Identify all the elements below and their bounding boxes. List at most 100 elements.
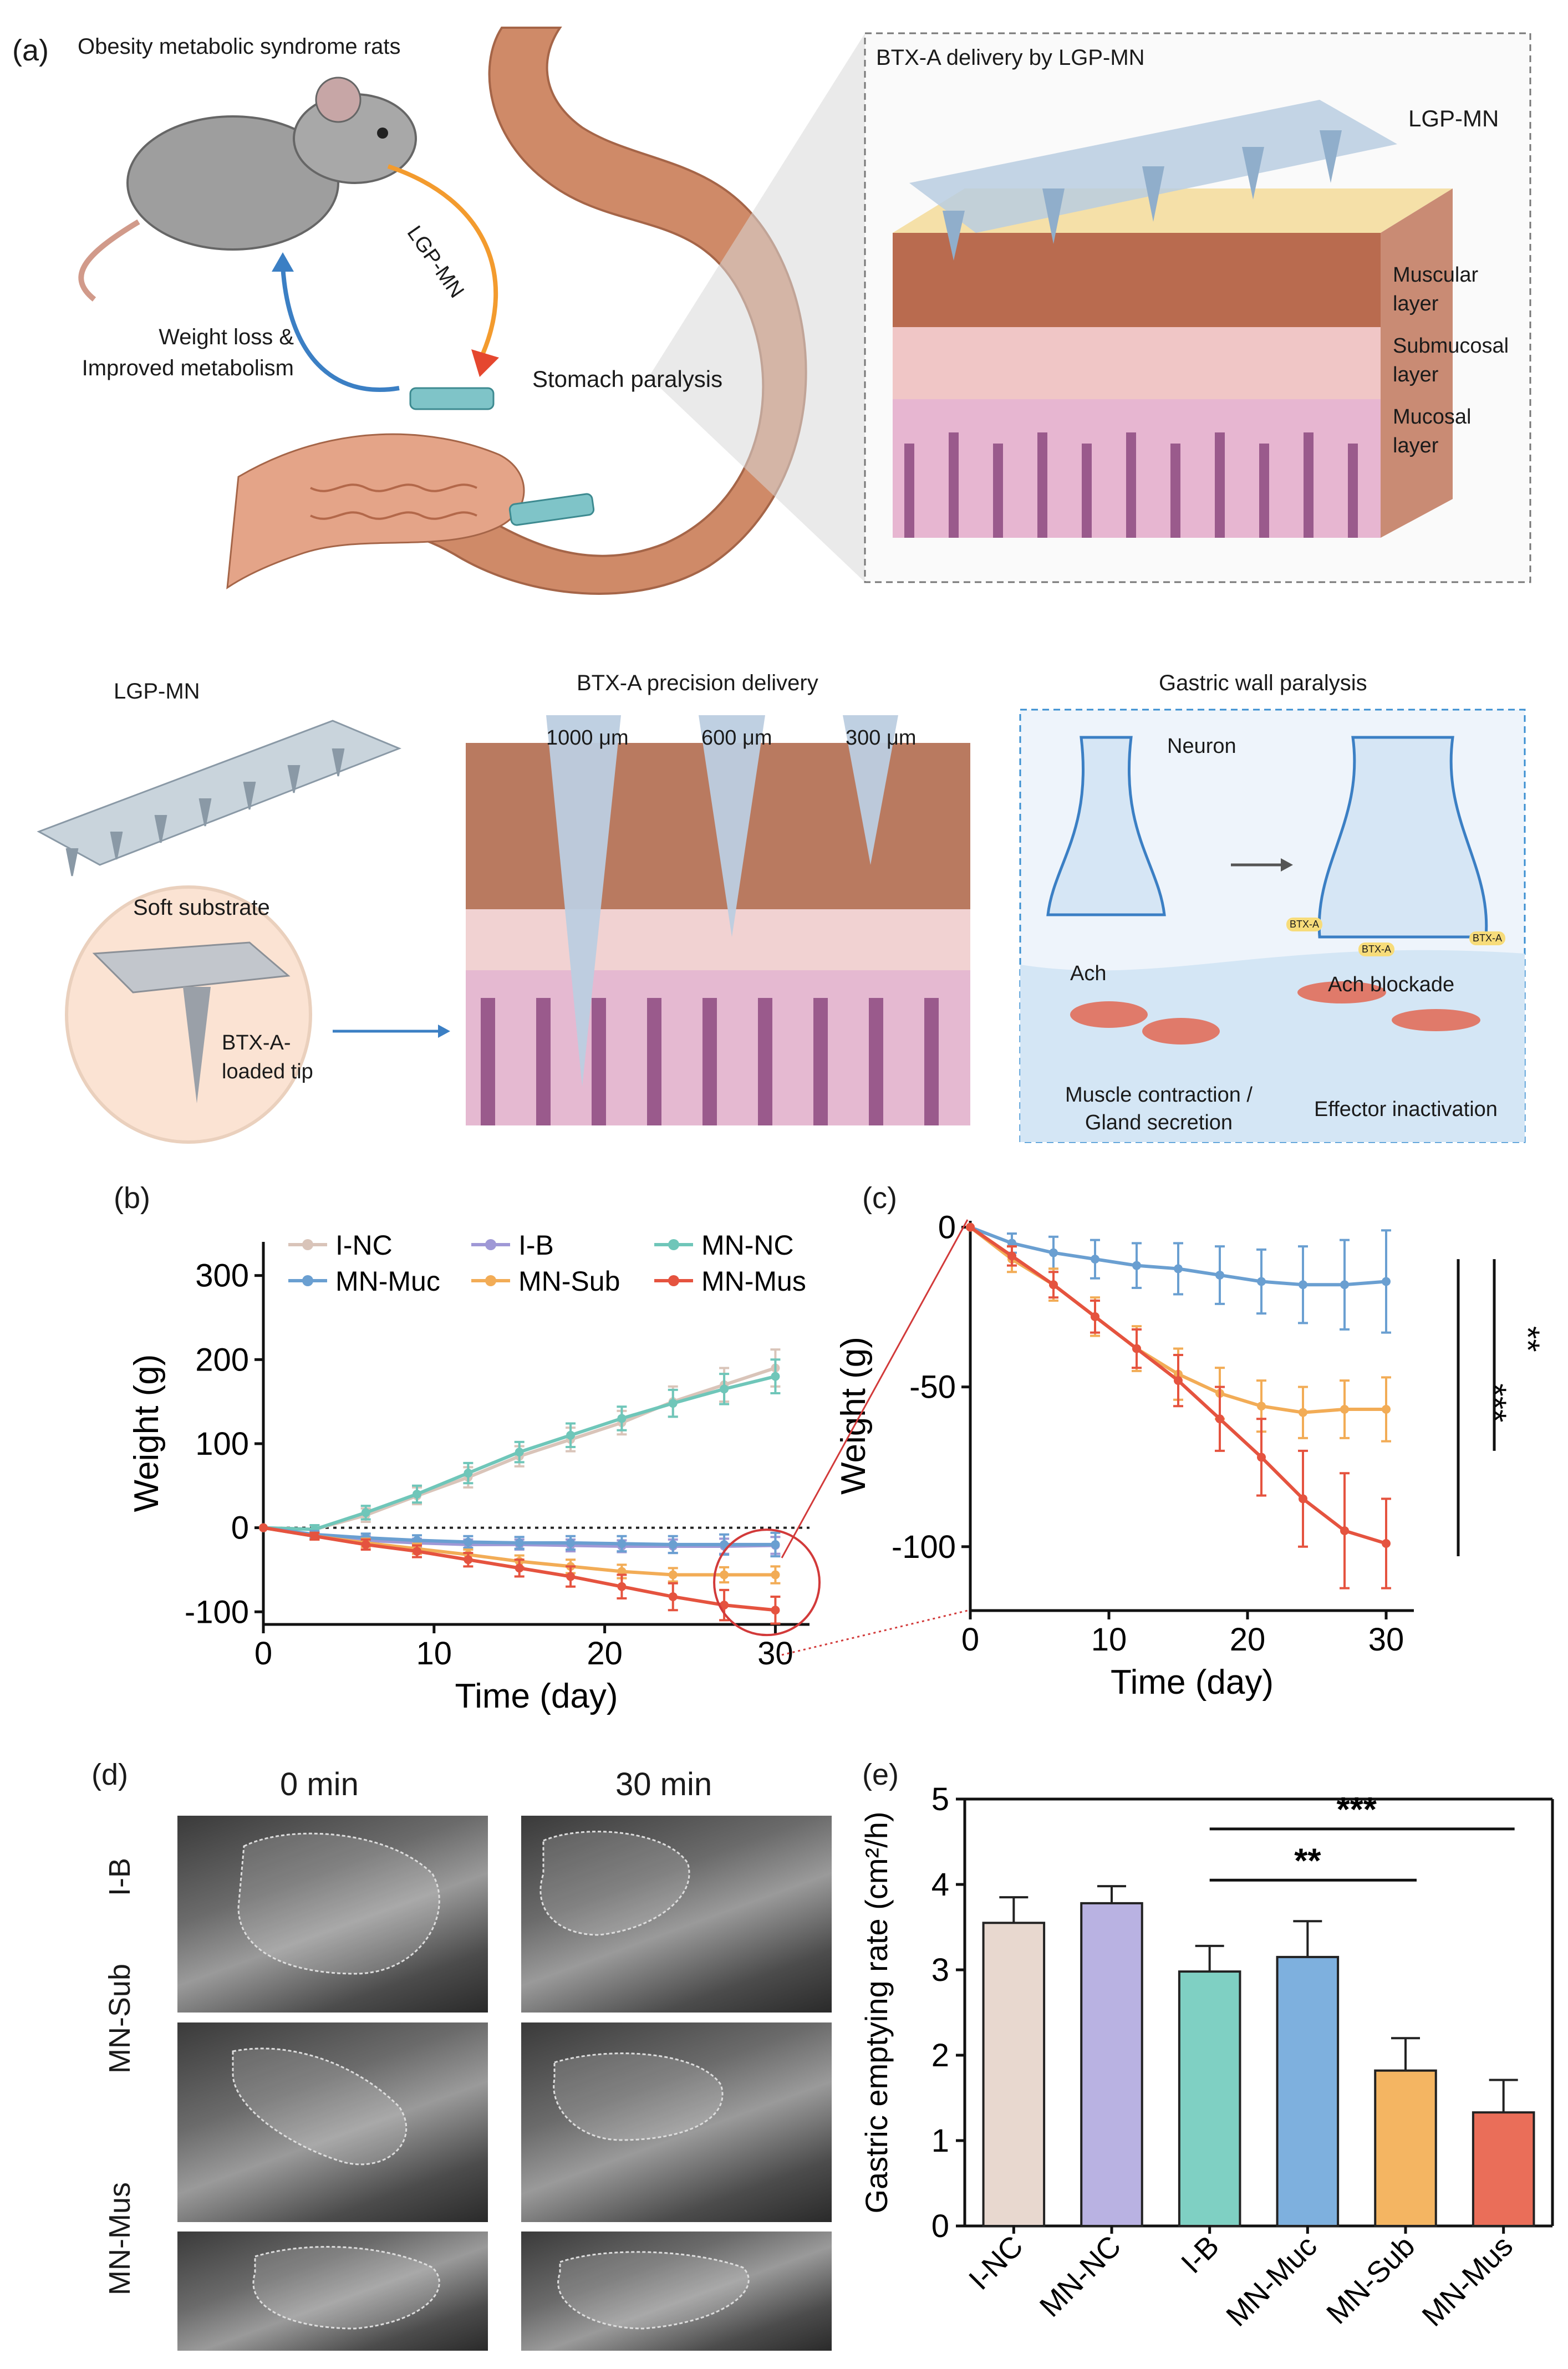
data-point-mn-sub	[1340, 1404, 1349, 1414]
panel-a-illustration	[37, 27, 1531, 1144]
x-tick-label: 20	[1230, 1622, 1266, 1658]
btx-tag-1: BTX-A	[1286, 918, 1323, 931]
data-point-mn-muc	[413, 1536, 422, 1545]
data-point-mn-mus	[668, 1592, 678, 1601]
legend-marker	[302, 1275, 313, 1286]
ach-blockade-label: Ach blockade	[1328, 973, 1455, 996]
box-title: BTX-A delivery by LGP-MN	[876, 45, 1145, 70]
data-point-mn-muc	[720, 1540, 729, 1549]
rat-illustration	[78, 77, 417, 302]
x-tick-label: 20	[587, 1636, 623, 1672]
data-point-mn-mus	[1174, 1376, 1183, 1385]
y-tick-label: 1	[931, 2123, 949, 2159]
data-point-mn-nc	[413, 1489, 422, 1499]
muscle-label: Muscle contraction / Gland secretion	[1031, 1081, 1286, 1137]
data-point-mn-nc	[464, 1469, 473, 1478]
data-point-mn-nc	[720, 1384, 729, 1394]
col-header-0min: 0 min	[280, 1766, 359, 1802]
panel-label-e: (e)	[862, 1758, 899, 1791]
y-tick-label: -100	[185, 1594, 249, 1630]
y-tick-label: 300	[195, 1258, 249, 1294]
data-point-mn-muc	[1257, 1277, 1266, 1286]
bar-mn-mus	[1472, 2111, 1535, 2227]
data-point-mn-muc	[1299, 1280, 1307, 1290]
weight-loss-label: Weight loss & Improved metabolism	[61, 322, 294, 384]
tip-label-1: BTX-A-	[222, 1031, 291, 1054]
data-point-mn-mus	[1299, 1494, 1307, 1504]
y-tick-label: 5	[931, 1781, 949, 1817]
muscle-label-2: Gland secretion	[1085, 1111, 1233, 1134]
ultrasound-ib-30min	[521, 1816, 832, 2013]
legend-marker	[668, 1275, 679, 1286]
significance-label: ***	[1336, 1791, 1377, 1829]
ultrasound-mnsub-0min	[177, 2022, 488, 2222]
data-point-mn-nc	[566, 1430, 576, 1440]
y-tick-label: 2	[931, 2037, 949, 2073]
stomach-paralysis-label: Stomach paralysis	[532, 366, 723, 392]
y-tick-label: 0	[931, 2208, 949, 2244]
data-point-mn-mus	[310, 1531, 319, 1541]
x-tick-label: MN-Muc	[1220, 2229, 1323, 2333]
data-point-mn-mus	[1257, 1453, 1266, 1462]
rat-title: Obesity metabolic syndrome rats	[78, 34, 401, 59]
legend-label-mn-sub: MN-Sub	[518, 1266, 620, 1297]
col-header-30min: 30 min	[615, 1766, 712, 1802]
data-point-mn-mus	[771, 1606, 780, 1615]
tip-label: BTX-A- loaded tip	[222, 1028, 313, 1086]
data-point-mn-mus	[1215, 1414, 1224, 1424]
neuron-label: Neuron	[1167, 735, 1236, 758]
lgp-mn-arrow	[387, 164, 498, 356]
data-point-mn-nc	[617, 1414, 627, 1423]
legend-label-i-nc: I-NC	[335, 1230, 393, 1261]
y-axis-title: Weight (g)	[128, 1354, 166, 1512]
bar-mn-nc	[1080, 1902, 1143, 2227]
ultrasound-ib-0min	[177, 1816, 488, 2013]
data-point-mn-sub	[1299, 1408, 1307, 1417]
layer-labels: Muscular layer Submucosal layer Mucosal …	[1393, 261, 1509, 460]
y-tick-label: 0	[231, 1510, 249, 1546]
legend-label-mn-muc: MN-Muc	[335, 1266, 440, 1297]
precision-tissue	[466, 715, 970, 1125]
panel-a: (a) Obesity metabolic syndrome rats LGP-…	[0, 0, 1568, 1159]
x-tick-label: I-NC	[963, 2229, 1030, 2296]
weight-loss-line1: Weight loss &	[159, 325, 294, 349]
data-point-mn-mus	[1340, 1526, 1349, 1535]
x-tick-label: MN-Sub	[1320, 2229, 1421, 2330]
x-tick-label: MN-Mus	[1416, 2229, 1519, 2333]
data-point-mn-nc	[668, 1399, 678, 1408]
legend-marker	[302, 1239, 313, 1250]
y-axis-title: Gastric emptying rate (cm²/h)	[859, 1811, 894, 2213]
legend-marker	[668, 1239, 679, 1250]
data-point-mn-mus	[1132, 1344, 1141, 1353]
soft-substrate-label: Soft substrate	[133, 895, 270, 920]
legend-marker	[485, 1239, 496, 1250]
data-point-mn-mus	[617, 1582, 627, 1591]
data-point-mn-mus	[566, 1572, 576, 1581]
data-point-mn-sub	[1257, 1402, 1266, 1411]
data-point-mn-muc	[1340, 1280, 1349, 1290]
btx-tag-3: BTX-A	[1469, 931, 1506, 945]
ultrasound-mnmus-30min	[521, 2232, 832, 2351]
tissue-block	[893, 100, 1453, 538]
data-point-mn-muc	[464, 1537, 473, 1547]
panel-label-b: (b)	[114, 1181, 150, 1215]
depth-300: 300 μm	[846, 726, 917, 750]
data-point-mn-muc	[1132, 1261, 1141, 1270]
bar-mn-sub	[1374, 2069, 1437, 2227]
data-point-mn-muc	[1049, 1248, 1058, 1257]
btx-tag-2: BTX-A	[1358, 942, 1395, 956]
data-point-mn-muc	[1382, 1277, 1391, 1286]
data-point-mn-sub	[617, 1567, 627, 1576]
zoom-circle	[713, 1529, 821, 1637]
panel-label-a: (a)	[12, 34, 49, 67]
data-point-mn-mus	[413, 1547, 422, 1556]
significance-label: **	[1294, 1842, 1321, 1880]
y-tick-label: 3	[931, 1952, 949, 1988]
legend-marker	[485, 1275, 496, 1286]
data-point-mn-sub	[720, 1570, 729, 1580]
ach-label: Ach	[1070, 962, 1107, 985]
ultrasound-mnmus-0min	[177, 2232, 488, 2351]
